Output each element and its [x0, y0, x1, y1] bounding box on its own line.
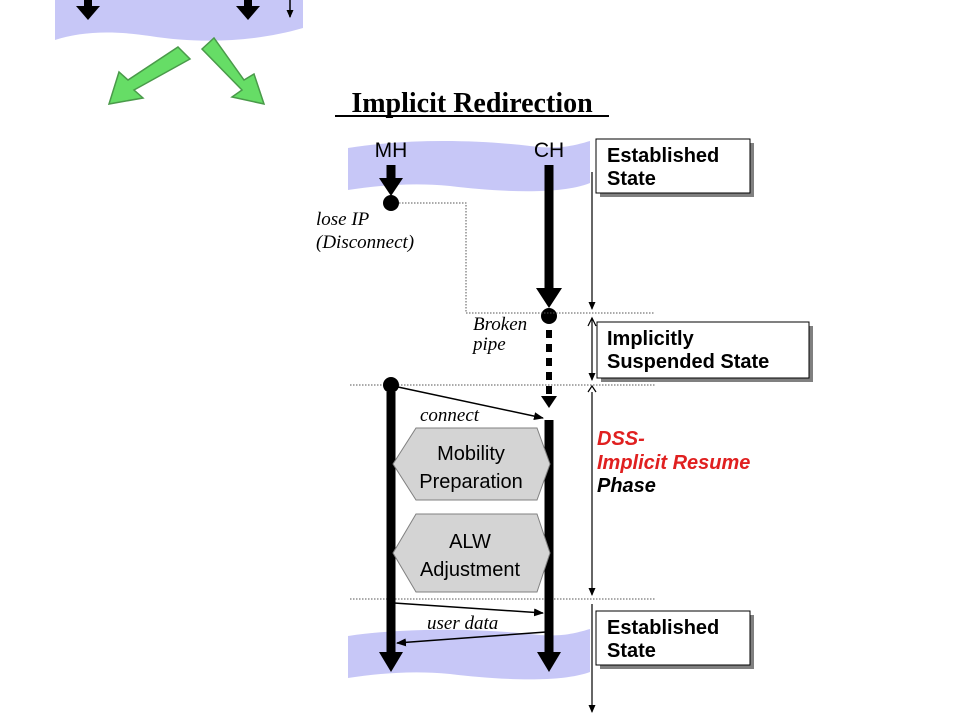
ch-broken-pipe-dot — [541, 308, 557, 324]
connect-arrow — [397, 386, 544, 421]
state-label-line1: Established — [607, 145, 719, 167]
alw-adjustment-hexagon — [392, 513, 551, 593]
state-box-established-bottom: Established State — [595, 610, 754, 669]
mobility-preparation-block: Mobility Preparation — [392, 427, 551, 501]
state-box-established-top: Established State — [595, 138, 754, 197]
green-arrow-left — [107, 46, 192, 105]
state-label-line1: Implicitly — [607, 328, 695, 350]
dss-phase-label: DSS- Implicit Resume Phase — [597, 428, 750, 497]
mobility-label: Mobility — [437, 443, 505, 465]
state-label-line2: State — [607, 640, 656, 662]
state-label-line1: Established — [607, 617, 719, 639]
pipe-label: pipe — [471, 334, 506, 355]
ch-dashed-arrowhead — [541, 396, 557, 408]
mh-lifeline-bottom-arrowhead — [379, 652, 403, 672]
state-label-line2: Suspended State — [607, 351, 769, 373]
disconnect-dotted-route — [399, 202, 540, 314]
mobility-preparation-hexagon — [392, 427, 551, 501]
lane-label-ch: CH — [534, 139, 564, 162]
fragment-arrowhead-1 — [76, 6, 100, 20]
state-box-suspended: Implicitly Suspended State — [596, 321, 813, 382]
wave-band-top — [348, 141, 590, 192]
preparation-label: Preparation — [419, 471, 522, 493]
lane-label-mh: MH — [375, 139, 408, 162]
connect-label: connect — [420, 405, 480, 426]
prev-diagram-fragment — [55, 0, 303, 106]
alw-adjustment-block: ALW Adjustment — [392, 513, 551, 593]
state-box-face — [596, 321, 810, 379]
mh-reconnect-dot — [383, 377, 399, 393]
user-data-arrow-to-mh — [396, 631, 547, 647]
green-arrow-right — [200, 36, 266, 106]
state-box-face — [595, 138, 751, 194]
ch-lifeline-bottom-arrowhead — [537, 652, 561, 672]
timeline-dss-start-tick — [587, 384, 597, 393]
mh-disconnect-dot — [383, 195, 399, 211]
fragment-arrowhead-2 — [236, 6, 260, 20]
mh-lifeline-top-arrowhead — [379, 178, 403, 196]
user-data-arrow-to-ch — [393, 602, 544, 617]
disconnect-label: (Disconnect) — [316, 232, 414, 253]
adjustment-label: Adjustment — [420, 559, 520, 581]
state-box-face — [595, 610, 751, 666]
dss-label-line2: Implicit Resume — [597, 452, 750, 474]
broken-label: Broken — [473, 314, 527, 335]
alw-label: ALW — [449, 531, 491, 553]
timeline-suspended-start-tick — [587, 316, 597, 327]
dss-label-line1: DSS- — [597, 428, 645, 450]
lose-ip-label: lose IP — [316, 209, 370, 230]
dss-label-line3: Phase — [597, 475, 656, 497]
ch-lifeline-top-arrowhead — [536, 288, 562, 308]
state-label-line2: State — [607, 168, 656, 190]
diagram-title: Implicit Redirection — [351, 88, 593, 119]
user-data-label: user data — [427, 613, 498, 634]
